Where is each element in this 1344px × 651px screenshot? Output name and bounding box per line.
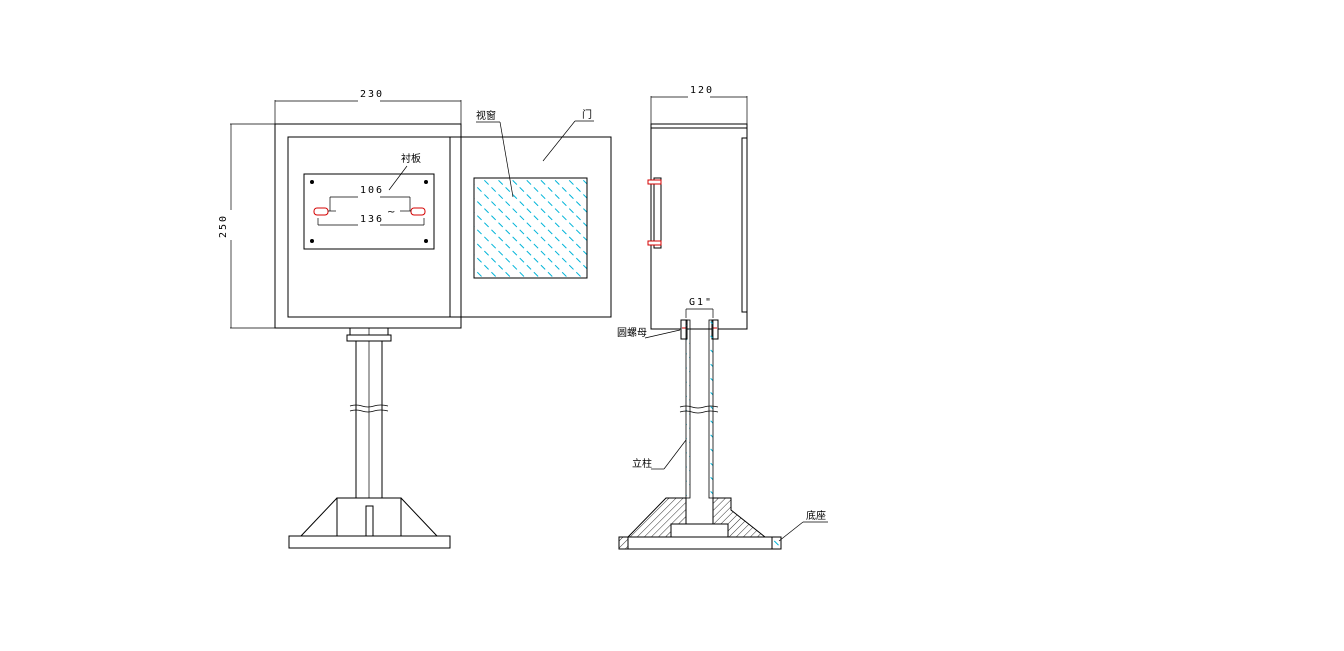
label-liner: 衬板 <box>401 152 421 165</box>
liner-plate <box>303 173 435 250</box>
leader-window <box>499 121 514 198</box>
side-view: 120 G1" 圆螺母 立柱 底座 <box>617 85 828 550</box>
dim-106: 106 <box>360 185 384 196</box>
dim-230: 230 <box>360 89 384 100</box>
label-round-nut: 圆螺母 <box>617 327 647 339</box>
tilde-mark: ~ <box>387 207 395 218</box>
label-base: 底座 <box>806 509 826 522</box>
dim-thread: G1" <box>689 297 713 308</box>
liner-screws <box>310 180 428 243</box>
dim-136: 136 <box>360 214 384 225</box>
viewing-window <box>473 177 588 279</box>
label-column: 立柱 <box>632 457 652 470</box>
dim-120: 120 <box>690 85 714 96</box>
leader-liner <box>388 165 408 191</box>
front-base-plate <box>288 535 451 549</box>
leader-column <box>663 439 687 470</box>
column-wall-left <box>685 319 691 499</box>
column-wall-right <box>708 319 714 499</box>
door-handle <box>653 177 662 249</box>
base-section-right <box>712 497 767 538</box>
leader-base <box>778 521 804 542</box>
side-base-plate <box>618 536 782 550</box>
front-box-inner <box>287 136 451 318</box>
terminal-pins <box>313 207 426 216</box>
dim-250: 250 <box>218 214 229 238</box>
leader-door <box>542 120 576 162</box>
leader-round-nut <box>644 329 681 339</box>
door-panel <box>449 136 612 318</box>
front-view: 106 136 ~ 衬板 视窗 门 230 250 <box>218 89 612 549</box>
base-section-left <box>626 497 687 538</box>
front-box-outer <box>274 123 462 329</box>
front-base-hub <box>336 497 402 537</box>
label-window: 视窗 <box>476 109 496 122</box>
base-insert <box>670 523 729 538</box>
label-door: 门 <box>582 108 592 121</box>
